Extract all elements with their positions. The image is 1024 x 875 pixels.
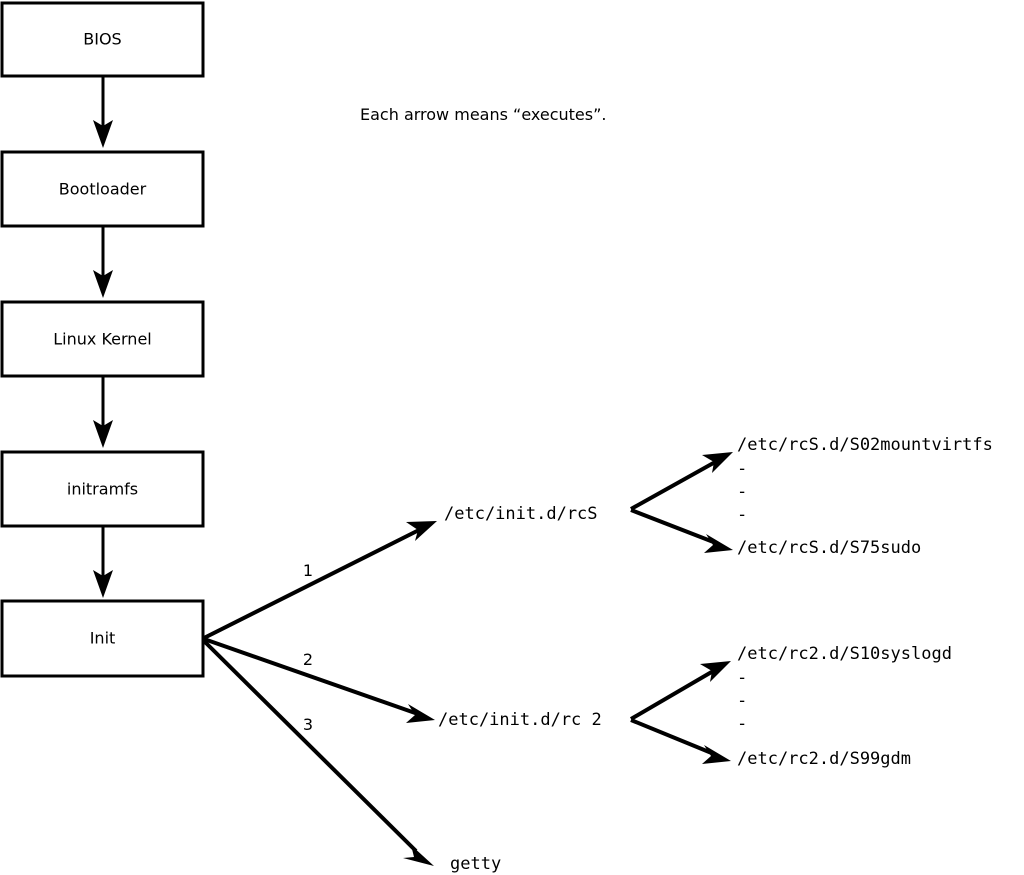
node-init[interactable]: Init [0, 599, 205, 678]
arrow-rcs-to-first-script [630, 452, 733, 511]
arrowhead-init-branch-1 [406, 521, 437, 541]
rc2-scripts-group: /etc/rc2.d/S10syslogd - - - /etc/rc2.d/S… [629, 644, 952, 769]
boot-chain-group: BIOS Bootloader Linux Kernel initramfs I… [0, 1, 205, 678]
branch-target-labels: /etc/init.d/rcS /etc/init.d/rc 2 getty [438, 504, 602, 874]
edge-number-3: 3 [303, 715, 313, 734]
edge-number-2: 2 [303, 650, 313, 669]
arrowhead-bios-to-bootloader [93, 120, 113, 148]
node-linux-kernel-rect [0, 300, 205, 378]
rc2-ellipsis-dash-1: - [737, 668, 747, 688]
label-init-d-rc2[interactable]: /etc/init.d/rc 2 [438, 710, 602, 730]
arrowhead-kernel-to-initramfs [93, 420, 113, 448]
arrow-initramfs-to-init [93, 526, 113, 598]
node-bootloader[interactable]: Bootloader [0, 150, 205, 228]
arrowhead-rcs-to-last-script [704, 534, 733, 553]
node-bios-rect [0, 1, 205, 78]
rcs-ellipsis-dash-2: - [737, 482, 747, 502]
init-branch-arrows: 1 2 3 [202, 521, 437, 866]
edge-number-1: 1 [303, 561, 313, 580]
node-init-rect [0, 599, 205, 678]
node-initramfs-rect [0, 450, 205, 528]
arrowhead-rc2-to-last-script [702, 745, 731, 764]
arrowhead-initramfs-to-init [93, 570, 113, 598]
arrowhead-init-branch-2 [406, 704, 435, 723]
arrowhead-bootloader-to-kernel [93, 270, 113, 298]
rcs-scripts-group: /etc/rcS.d/S02mountvirtfs - - - /etc/rcS… [630, 435, 993, 558]
arrow-init-branch-1: 1 [203, 521, 437, 640]
node-linux-kernel[interactable]: Linux Kernel [0, 300, 205, 378]
arrowhead-rcs-to-first-script [702, 452, 733, 473]
arrow-bios-to-bootloader [93, 76, 113, 148]
arrowhead-rc2-to-first-script [700, 661, 731, 682]
node-bios-label: BIOS [83, 30, 121, 49]
node-initramfs[interactable]: initramfs [0, 450, 205, 528]
label-rcs-script-first[interactable]: /etc/rcS.d/S02mountvirtfs [737, 435, 993, 455]
node-bios[interactable]: BIOS [0, 1, 205, 78]
arrowhead-init-branch-3 [403, 845, 434, 866]
arrow-init-branch-2: 2 [203, 637, 435, 723]
label-init-d-rcs[interactable]: /etc/init.d/rcS [444, 504, 598, 524]
node-bootloader-label: Bootloader [59, 180, 147, 199]
arrow-kernel-to-initramfs [93, 376, 113, 448]
arrow-rc2-to-first-script [629, 661, 731, 721]
label-rcs-script-last[interactable]: /etc/rcS.d/S75sudo [737, 538, 921, 558]
node-linux-kernel-label: Linux Kernel [53, 330, 151, 349]
arrow-rc2-to-last-script [630, 718, 731, 764]
boot-chain-arrows [93, 76, 113, 598]
arrow-init-branch-3: 3 [202, 639, 434, 866]
label-rc2-script-first[interactable]: /etc/rc2.d/S10syslogd [737, 644, 952, 664]
rcs-ellipsis-dash-1: - [737, 459, 747, 479]
rcs-ellipsis-dash-3: - [737, 505, 747, 525]
arrow-bootloader-to-kernel [93, 226, 113, 298]
rc2-ellipsis-dash-2: - [737, 691, 747, 711]
diagram-caption: Each arrow means “executes”. [360, 105, 606, 124]
node-init-label: Init [90, 629, 116, 648]
rc2-ellipsis-dash-3: - [737, 714, 747, 734]
node-initramfs-label: initramfs [67, 480, 138, 499]
label-getty[interactable]: getty [450, 854, 501, 874]
arrow-rcs-to-last-script [630, 508, 733, 553]
label-rc2-script-last[interactable]: /etc/rc2.d/S99gdm [737, 749, 911, 769]
